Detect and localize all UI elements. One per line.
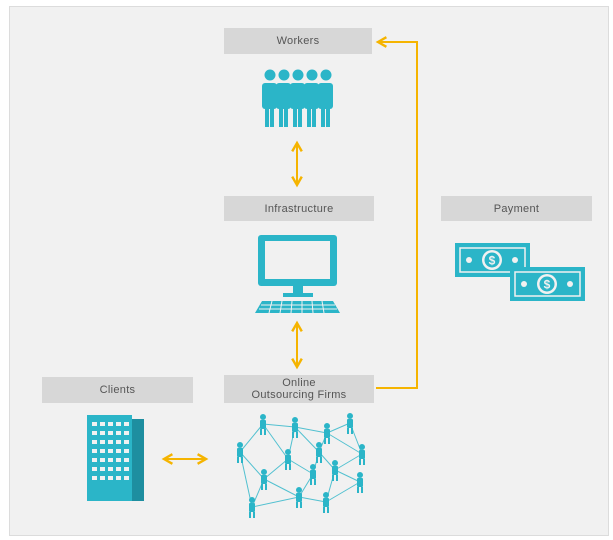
diagram-canvas: Workers Infrastructure Payment Clients O…	[9, 6, 609, 536]
desktop-computer-icon	[255, 235, 340, 314]
svg-text:$: $	[489, 254, 496, 268]
clients-label: Clients	[42, 377, 193, 403]
workers-group-icon	[262, 69, 333, 127]
diagram-graphics: $ $	[87, 36, 585, 518]
office-building-icon	[87, 415, 144, 501]
payment-label: Payment	[441, 196, 592, 221]
payment-loop-arrow	[375, 36, 418, 389]
infrastructure-label: Infrastructure	[224, 196, 374, 221]
dollar-bills-icon: $ $	[455, 243, 585, 301]
workers-label: Workers	[224, 28, 372, 54]
online-outsourcing-firms-label: Online Outsourcing Firms	[224, 375, 374, 403]
svg-text:$: $	[544, 278, 551, 292]
network-of-people-icon	[237, 413, 365, 518]
